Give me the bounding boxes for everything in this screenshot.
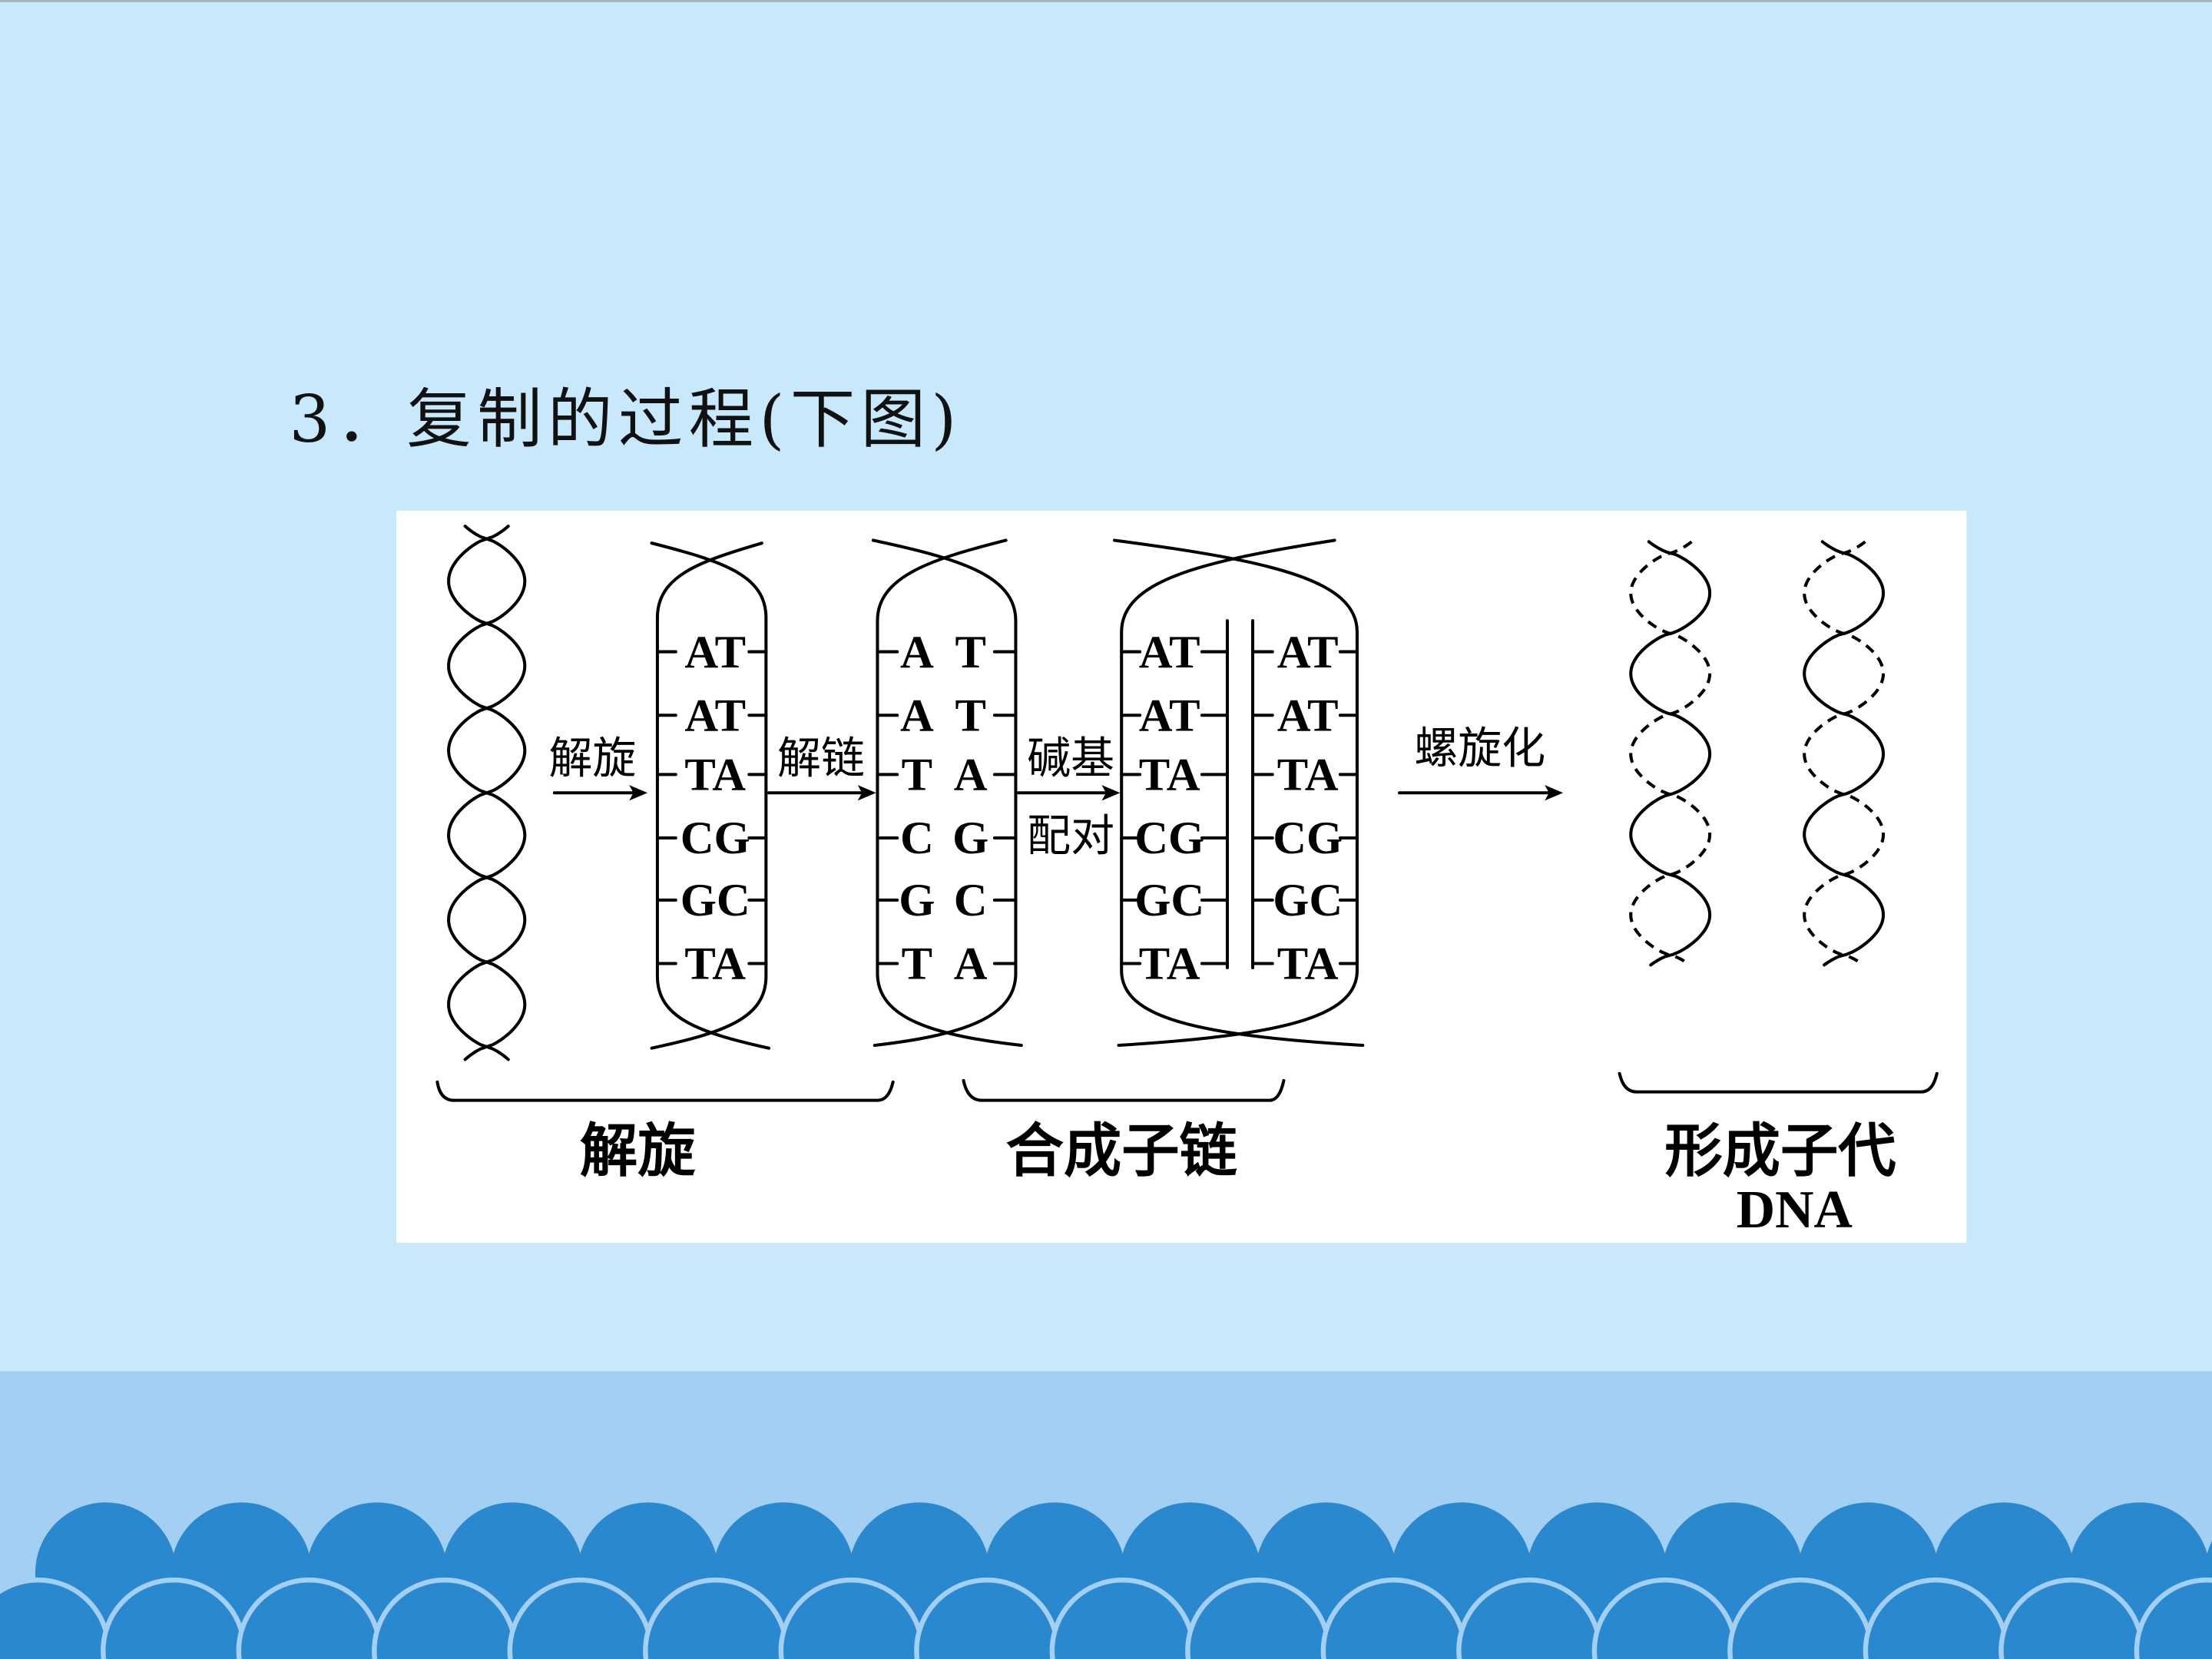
stage-label-dna: DNA: [1737, 1181, 1853, 1240]
right-base: C: [954, 875, 988, 926]
left-base: G: [899, 875, 935, 926]
pairing-arrow-label-top: 碱基: [1027, 733, 1114, 784]
separate-arrow: 解链: [767, 733, 876, 801]
right-base: G: [952, 813, 988, 864]
stage-bracket-daughter: [1618, 1071, 1939, 1094]
arrow-head: [1101, 785, 1121, 801]
left-base: T: [902, 939, 932, 990]
stage-label-unwind: 解旋: [580, 1116, 696, 1184]
right-base: T: [955, 690, 985, 741]
base-pair: AT: [684, 690, 746, 741]
left-base: C: [900, 813, 934, 864]
left-base-pair: AT: [1139, 690, 1200, 741]
dna-replication-diagram: 解旋 AT AT TA CG GC TA 解链 A A: [396, 510, 1967, 1243]
separate-arrow-label: 解链: [777, 733, 865, 784]
respiral-arrow-label: 螺旋化: [1414, 724, 1545, 774]
top-rule: [0, 0, 2212, 2]
left-base: A: [900, 690, 934, 741]
left-base-pair: GC: [1134, 875, 1204, 926]
right-base: A: [954, 750, 988, 801]
base-pair: CG: [680, 813, 750, 864]
base-pairing-arrow: 碱基 配对: [1017, 733, 1121, 862]
parent-strand-2: [447, 525, 527, 1061]
synthesized-dna: AT AT TA CG GC TA AT AT TA CG GC TA: [1113, 538, 1365, 1048]
unwind-arrow: 解旋: [548, 733, 648, 801]
wave-decoration-row-2: [0, 1577, 2212, 1659]
base-pair: TA: [684, 750, 746, 801]
base-pair: TA: [684, 939, 746, 990]
arrow-head: [857, 785, 876, 801]
right-base: T: [955, 627, 985, 678]
left-base: A: [900, 627, 934, 678]
left-base-pair: AT: [1139, 627, 1200, 678]
daughter-dna-1: [1629, 540, 1712, 967]
unwound-dna: AT AT TA CG GC TA: [650, 541, 771, 1050]
left-base: T: [902, 750, 932, 801]
right-base-pair: GC: [1273, 875, 1343, 926]
base-pair-bonds: [1120, 650, 1359, 965]
template-strand-right: [871, 538, 1018, 1048]
parent-strand-right: [1113, 538, 1359, 1048]
right-base-pair: TA: [1277, 939, 1339, 990]
new-strand-dashed: [1629, 540, 1712, 966]
old-strand: [1629, 540, 1712, 967]
right-base: A: [954, 939, 988, 990]
unwind-arrow-label: 解旋: [548, 733, 636, 784]
base-bonds: [876, 650, 1018, 965]
right-base-pair: CG: [1273, 813, 1343, 864]
left-base-pair: TA: [1139, 939, 1200, 990]
base-pair: GC: [680, 875, 750, 926]
old-strand: [1803, 540, 1886, 967]
base-pair-bonds: [655, 650, 768, 965]
new-strand-dashed: [1803, 540, 1886, 966]
arrow-head: [1545, 785, 1564, 801]
slide-title: 3．复制的过程(下图): [290, 382, 962, 457]
arrow-head: [629, 785, 648, 801]
pairing-arrow-label-bottom: 配对: [1027, 811, 1114, 862]
stage-bracket-unwind: [435, 1080, 895, 1102]
parent-strand-left: [1120, 538, 1365, 1048]
stage-label-synthesize: 合成子链: [1006, 1116, 1238, 1184]
unwound-strand-right: [650, 541, 768, 1050]
base-pair: AT: [684, 627, 746, 678]
respiral-arrow: 螺旋化: [1398, 724, 1564, 801]
right-base-pair: TA: [1277, 750, 1339, 801]
separated-strands: A A T C G T T T A G C A: [871, 538, 1023, 1048]
stage-label-daughter: 形成子代: [1664, 1116, 1896, 1184]
daughter-dna-2: [1803, 540, 1886, 967]
wave-circle: [2134, 1577, 2212, 1659]
right-base-pair: AT: [1277, 627, 1339, 678]
parent-double-helix: [447, 525, 527, 1061]
left-base-pair: CG: [1134, 813, 1204, 864]
right-base-pair: AT: [1277, 690, 1339, 741]
left-base-pair: TA: [1139, 750, 1200, 801]
stage-bracket-synthesize: [962, 1078, 1286, 1102]
